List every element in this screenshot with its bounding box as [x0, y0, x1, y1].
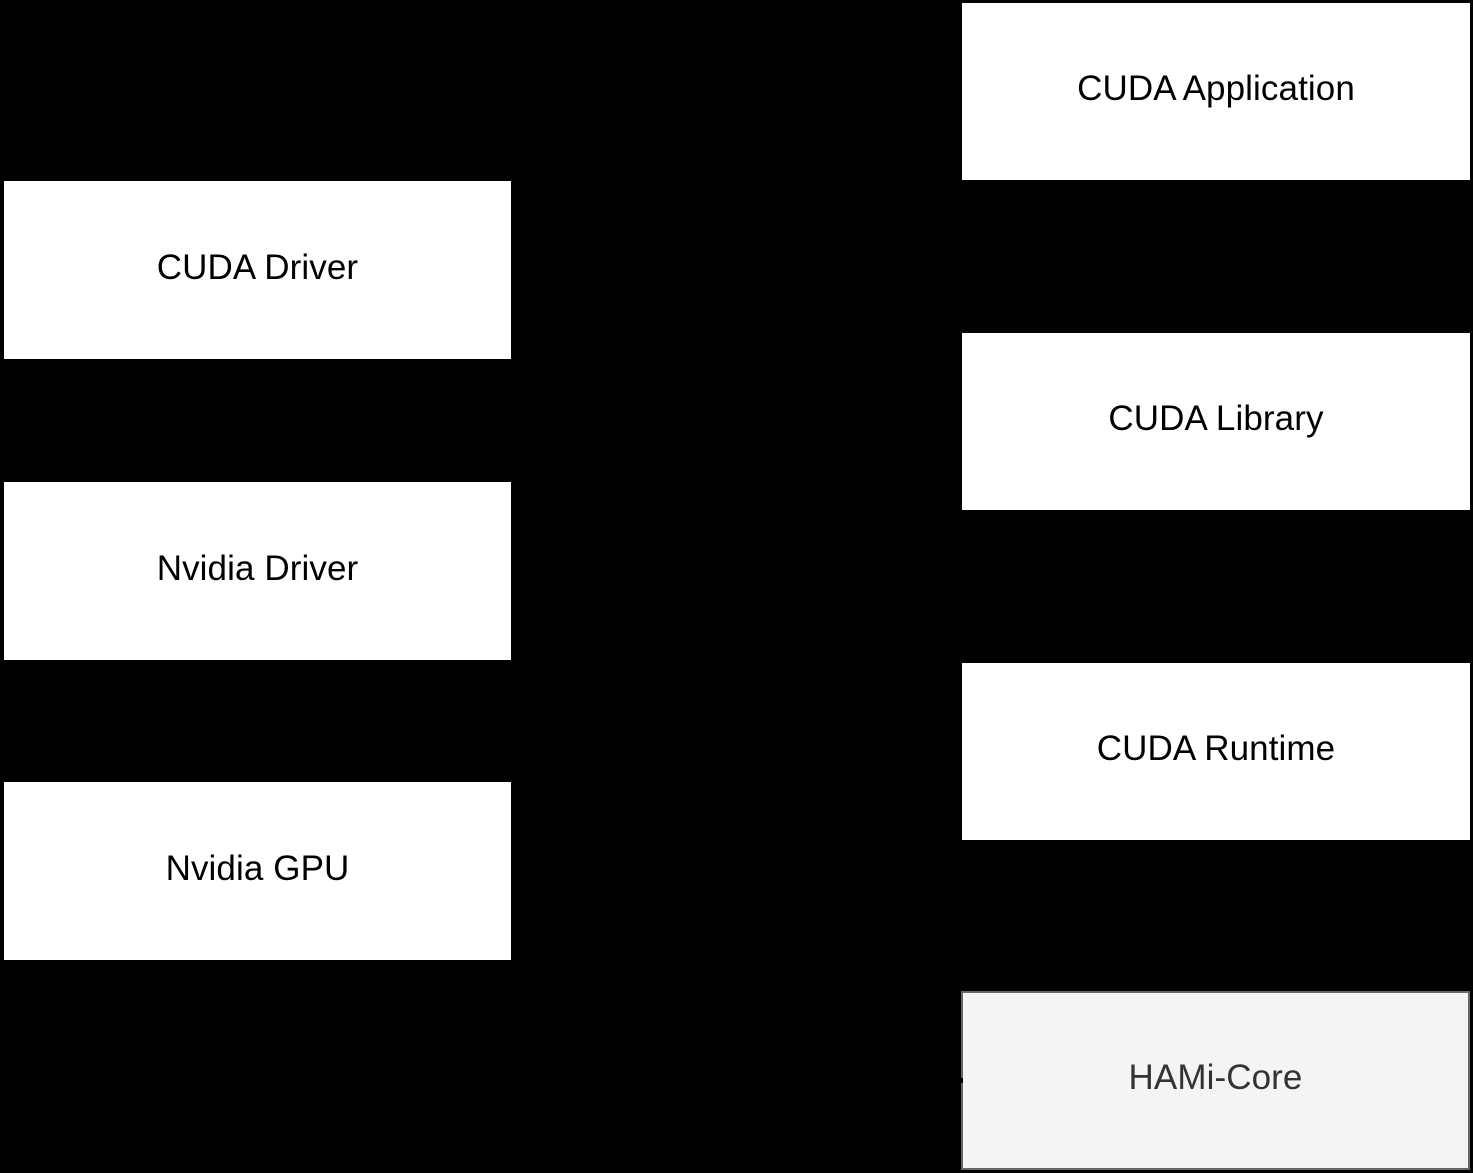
node-hami-core-label: HAMi-Core: [1128, 1058, 1303, 1097]
node-cuda-application-label: CUDA Application: [1077, 69, 1355, 108]
node-cuda-runtime[interactable]: CUDA Runtime: [962, 663, 1470, 840]
node-nvidia-gpu-label: Nvidia GPU: [165, 848, 350, 888]
node-nvidia-driver[interactable]: Nvidia Driver: [4, 482, 511, 660]
node-nvidia-driver-label: Nvidia Driver: [156, 548, 359, 588]
node-cuda-application[interactable]: CUDA Application: [962, 3, 1470, 180]
node-nvidia-gpu[interactable]: Nvidia GPU: [4, 782, 511, 960]
node-cuda-runtime-label: CUDA Runtime: [1096, 729, 1336, 768]
node-cuda-library[interactable]: CUDA Library: [962, 333, 1470, 510]
connector-stub-hami-core: [953, 1078, 963, 1083]
node-hami-core[interactable]: HAMi-Core: [961, 991, 1470, 1170]
node-cuda-driver-label: CUDA Driver: [156, 247, 359, 287]
node-cuda-library-label: CUDA Library: [1108, 399, 1324, 438]
node-cuda-driver[interactable]: CUDA Driver: [4, 181, 511, 359]
